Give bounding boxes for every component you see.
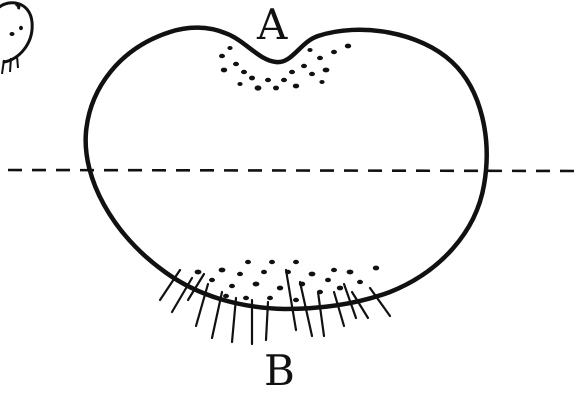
label-b: B bbox=[264, 346, 295, 395]
equatorial-dashed-line bbox=[7, 168, 577, 173]
partial-cell-top-left bbox=[0, 1, 34, 75]
cilia-bottom bbox=[158, 268, 392, 346]
granules-top bbox=[219, 43, 352, 91]
label-a: A bbox=[257, 0, 288, 49]
main-cell-outline bbox=[83, 25, 489, 312]
